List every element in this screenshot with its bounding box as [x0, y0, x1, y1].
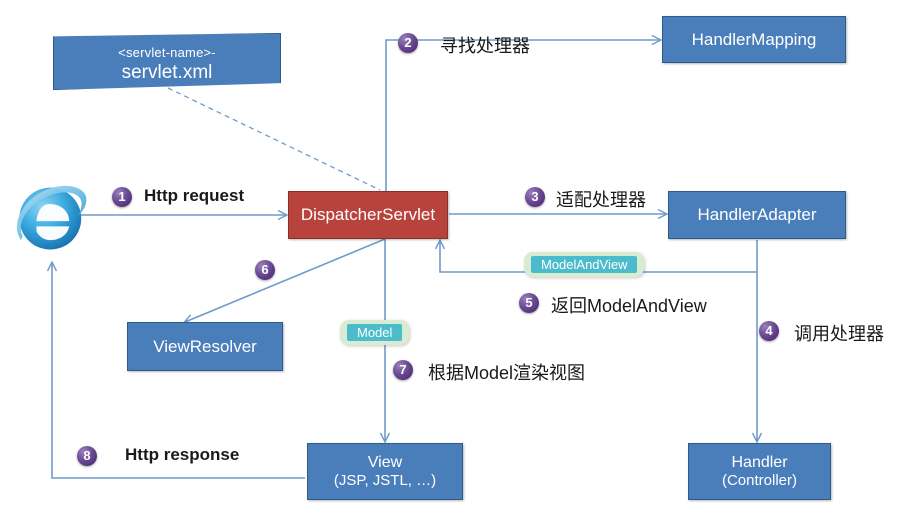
node-handler-adapter-label: HandlerAdapter [697, 205, 817, 225]
node-view-line1: View [367, 453, 403, 471]
step-label-1: Http request [144, 186, 245, 205]
node-handler-mapping-label: HandlerMapping [691, 29, 817, 49]
tag-model-and-view-label: ModelAndView [531, 256, 638, 273]
servlet-xml-line1: <servlet-name>- [118, 44, 216, 60]
dashed-config-link [167, 87, 381, 191]
step-bullet-3: 3 [525, 187, 545, 207]
tag-model-and-view: ModelAndView [524, 252, 645, 277]
node-handler[interactable]: Handler (Controller) [688, 443, 831, 500]
step-bullet-6: 6 [255, 260, 275, 280]
arrow-find-handler [385, 40, 660, 191]
servlet-xml-shape [53, 33, 281, 90]
step-label-3: 适配处理器 [556, 190, 646, 210]
step-bullet-8: 8 [77, 446, 97, 466]
servlet-xml-line2: servlet.xml [121, 61, 213, 83]
node-handler-line2: (Controller) [721, 472, 797, 490]
node-servlet-xml[interactable]: <servlet-name>- servlet.xml [53, 33, 281, 90]
step-bullet-7: 7 [393, 360, 413, 380]
node-dispatcher-servlet-label: DispatcherServlet [300, 205, 436, 225]
step-bullet-4: 4 [759, 321, 779, 341]
node-view-line2: (JSP, JSTL, …) [333, 472, 437, 490]
tag-model: Model [340, 320, 410, 345]
tag-model-label: Model [347, 324, 403, 341]
step-bullet-1: 1 [112, 187, 132, 207]
node-view[interactable]: View (JSP, JSTL, …) [307, 443, 463, 500]
step-label-7: 根据Model渲染视图 [428, 363, 586, 383]
step-label-8: Http response [125, 445, 240, 464]
node-view-resolver-label: ViewResolver [153, 336, 257, 356]
node-handler-adapter[interactable]: HandlerAdapter [668, 191, 846, 239]
internet-explorer-icon [16, 185, 87, 250]
step-bullet-2: 2 [398, 33, 418, 53]
node-view-resolver[interactable]: ViewResolver [127, 322, 283, 371]
node-handler-mapping[interactable]: HandlerMapping [662, 16, 846, 63]
servlet-xml-text: <servlet-name>- servlet.xml [53, 40, 281, 84]
arrow-resolve-view [185, 238, 386, 322]
step-label-5: 返回ModelAndView [551, 296, 707, 316]
node-handler-line1: Handler [731, 453, 788, 471]
step-bullet-5: 5 [519, 293, 539, 313]
step-label-4: 调用处理器 [794, 324, 884, 344]
node-dispatcher-servlet[interactable]: DispatcherServlet [288, 191, 448, 239]
step-label-2: 寻找处理器 [440, 36, 530, 56]
